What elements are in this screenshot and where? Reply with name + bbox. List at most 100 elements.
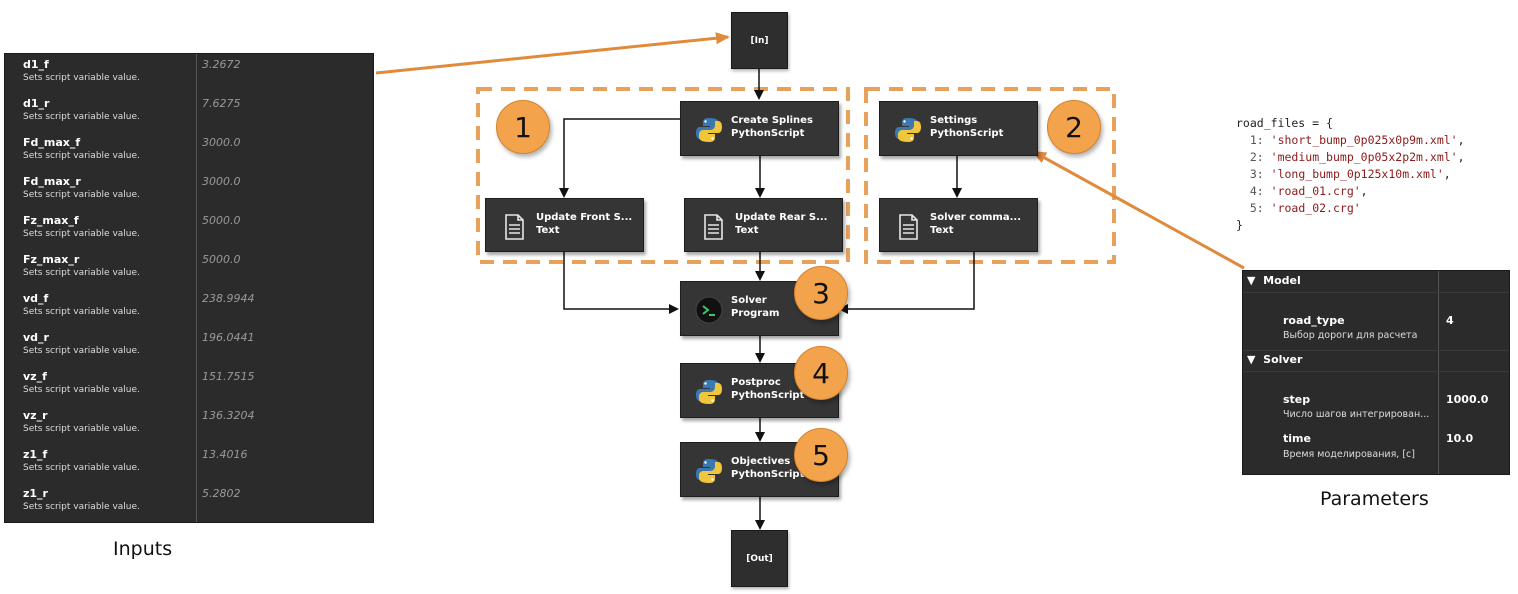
code-separator: ,	[1360, 184, 1368, 198]
badge-5: 5	[794, 428, 848, 482]
code-key: 2:	[1249, 150, 1264, 164]
code-value: 'medium_bump_0p05x2p2m.xml'	[1270, 150, 1458, 164]
input-value[interactable]: 5000.0	[202, 253, 241, 266]
param-desc: Выбор дороги для расчета	[1283, 330, 1418, 341]
column-divider	[196, 54, 197, 522]
inputs-caption: Inputs	[113, 538, 173, 560]
badge-2: 2	[1047, 100, 1101, 154]
parameters-panel: ▼ Model road_type Выбор дороги для расче…	[1242, 270, 1510, 475]
input-value[interactable]: 3000.0	[202, 175, 241, 188]
node-title: Postproc	[731, 377, 781, 388]
code-key: 3:	[1249, 167, 1264, 181]
params-callout-arrow	[1032, 150, 1245, 270]
param-desc: Время моделирования, [c]	[1283, 449, 1415, 460]
inputs-callout-arrow	[375, 32, 730, 75]
code-separator: ,	[1457, 133, 1465, 147]
node-title: Update Rear S...	[735, 212, 828, 223]
node-type: PythonScript	[731, 469, 805, 480]
code-line: 5: 'road_02.crg'	[1236, 201, 1361, 215]
node-update-rear[interactable]: Update Rear S... Text	[684, 198, 843, 252]
input-name: d1_r	[23, 97, 50, 110]
node-title: Solver	[731, 295, 767, 306]
input-value[interactable]: 196.0441	[202, 331, 255, 344]
input-description: Sets script variable value.	[23, 229, 140, 239]
code-key: 1:	[1249, 133, 1264, 147]
node-title: Create Splines	[731, 115, 813, 126]
node-type: Program	[731, 308, 780, 319]
code-key: 5:	[1249, 201, 1264, 215]
badge-1: 1	[496, 100, 550, 154]
code-separator: ,	[1457, 150, 1465, 164]
python-icon	[695, 457, 723, 485]
input-description: Sets script variable value.	[23, 424, 140, 434]
column-divider	[1438, 271, 1439, 474]
node-settings[interactable]: Settings PythonScript	[879, 101, 1038, 156]
input-value[interactable]: 13.4016	[202, 448, 248, 461]
code-key: 4:	[1249, 184, 1264, 198]
input-name: Fd_max_f	[23, 136, 81, 149]
code-value: 'road_02.crg'	[1270, 201, 1361, 215]
input-value[interactable]: 7.6275	[202, 97, 241, 110]
badge-4: 4	[794, 346, 848, 400]
in-port[interactable]: [In]	[731, 12, 788, 69]
python-icon	[695, 378, 723, 406]
input-name: vz_f	[23, 370, 47, 383]
node-title: Update Front S...	[536, 212, 633, 223]
node-create-splines[interactable]: Create Splines PythonScript	[680, 101, 839, 156]
group-box-2	[864, 87, 1116, 264]
input-name: vd_f	[23, 292, 49, 305]
input-name: Fd_max_r	[23, 175, 81, 188]
param-desc: Число шагов интегрирован...	[1283, 409, 1430, 420]
group-box-1	[476, 87, 850, 264]
node-update-front[interactable]: Update Front S... Text	[485, 198, 644, 252]
param-value[interactable]: 1000.0	[1446, 393, 1489, 406]
param-value[interactable]: 10.0	[1446, 432, 1474, 445]
section-model[interactable]: ▼ Model	[1247, 274, 1301, 287]
python-icon	[894, 116, 922, 144]
input-description: Sets script variable value.	[23, 268, 140, 278]
input-value[interactable]: 5.2802	[202, 487, 241, 500]
code-line: 3: 'long_bump_0p125x10m.xml',	[1236, 167, 1451, 181]
input-name: Fz_max_f	[23, 214, 79, 227]
document-icon	[500, 213, 528, 241]
node-title: Solver comma...	[930, 212, 1021, 223]
input-value[interactable]: 3000.0	[202, 136, 241, 149]
node-type: Text	[735, 225, 759, 236]
node-solver-command[interactable]: Solver comma... Text	[879, 198, 1038, 252]
input-description: Sets script variable value.	[23, 73, 140, 83]
code-tail: }	[1236, 218, 1243, 232]
section-solver[interactable]: ▼ Solver	[1247, 353, 1302, 366]
input-value[interactable]: 3.2672	[202, 58, 241, 71]
terminal-icon	[695, 296, 723, 324]
out-port[interactable]: [Out]	[731, 530, 788, 587]
input-name: vd_r	[23, 331, 49, 344]
code-line: 1: 'short_bump_0p025x0p9m.xml',	[1236, 133, 1465, 147]
node-type: PythonScript	[731, 390, 805, 401]
code-value: 'long_bump_0p125x10m.xml'	[1270, 167, 1444, 181]
param-value[interactable]: 4	[1446, 314, 1454, 327]
input-value[interactable]: 136.3204	[202, 409, 255, 422]
input-value[interactable]: 238.9944	[202, 292, 255, 305]
road-files-code: road_files = { 1: 'short_bump_0p025x0p9m…	[1236, 115, 1465, 234]
input-description: Sets script variable value.	[23, 346, 140, 356]
code-head: road_files = {	[1236, 116, 1333, 130]
input-name: d1_f	[23, 58, 49, 71]
input-value[interactable]: 151.7515	[202, 370, 255, 383]
section-title: Model	[1263, 274, 1301, 287]
input-name: z1_f	[23, 448, 48, 461]
input-description: Sets script variable value.	[23, 307, 140, 317]
input-value[interactable]: 5000.0	[202, 214, 241, 227]
